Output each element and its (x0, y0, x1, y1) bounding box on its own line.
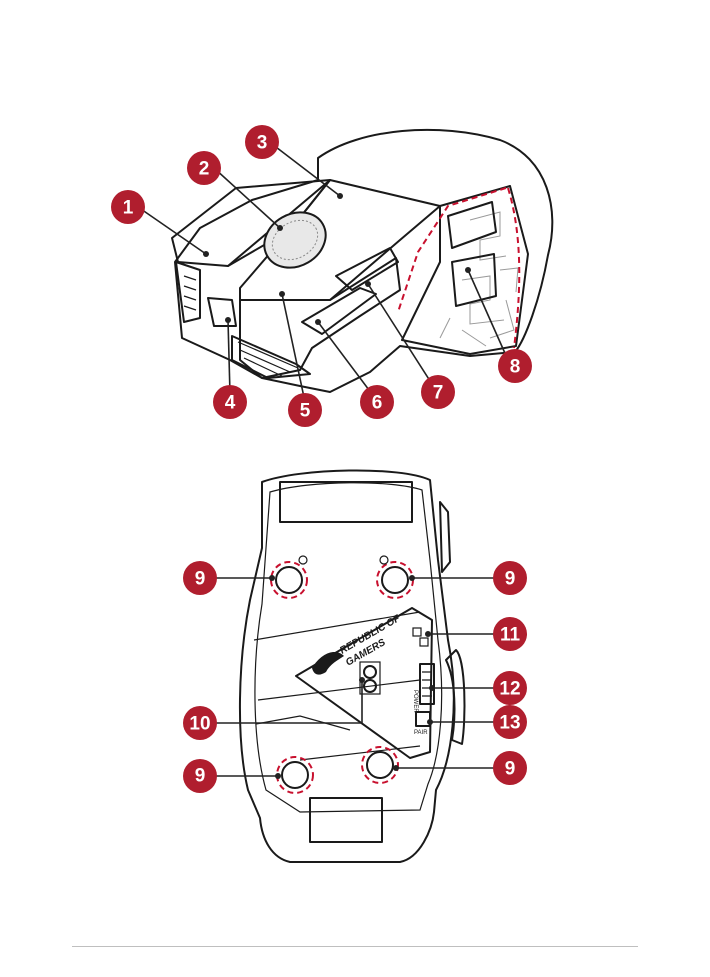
callout-number: 9 (195, 569, 206, 590)
profile-indicator (420, 638, 428, 646)
callout-number: 11 (500, 625, 521, 646)
callout-number: 6 (372, 393, 383, 414)
profile-indicator (413, 628, 421, 636)
callout-number: 9 (195, 766, 206, 787)
rog-logo-icon (312, 652, 344, 675)
mouse-bottom-view: REPUBLIC OF GAMERS POWER PAIR (240, 470, 465, 862)
mouse-foot (282, 762, 308, 788)
panel-texture (440, 212, 518, 346)
callout-number: 10 (189, 714, 210, 735)
callout-number: 3 (257, 133, 268, 154)
thumb-button-lower-shape (452, 254, 496, 306)
callout-number: 7 (433, 383, 444, 404)
callout-number: 12 (499, 679, 520, 700)
callout-number: 9 (505, 759, 516, 780)
callout-number: 5 (300, 401, 311, 422)
callout-number: 9 (505, 569, 516, 590)
led-indicator (299, 556, 307, 564)
top-slot (280, 482, 412, 522)
callout-number: 13 (499, 713, 520, 734)
thumb-button-shape (448, 202, 496, 248)
callout-number: 1 (123, 198, 134, 219)
callout-number: 8 (510, 357, 521, 378)
pair-label: PAIR (414, 730, 428, 736)
callout-number: 4 (225, 393, 236, 414)
mouse-foot (367, 752, 393, 778)
right-grip-notch (446, 650, 464, 744)
front-grille (176, 262, 310, 378)
side-wing-shape (440, 502, 450, 572)
mouse-foot (382, 567, 408, 593)
callout-number: 2 (199, 159, 210, 180)
scroll-wheel (254, 201, 335, 278)
bottom-callouts: 9 9 9 9 10 11 12 13 (183, 561, 527, 793)
switch-label: POWER (412, 690, 418, 713)
bottom-plate-lines (254, 612, 420, 760)
footer-divider (72, 946, 638, 947)
bottom-window (310, 798, 382, 842)
led-indicator (380, 556, 388, 564)
mouse-foot (276, 567, 302, 593)
top-callouts: 1 2 3 4 5 6 7 8 (111, 125, 532, 427)
dpi-button-shape (208, 298, 236, 326)
